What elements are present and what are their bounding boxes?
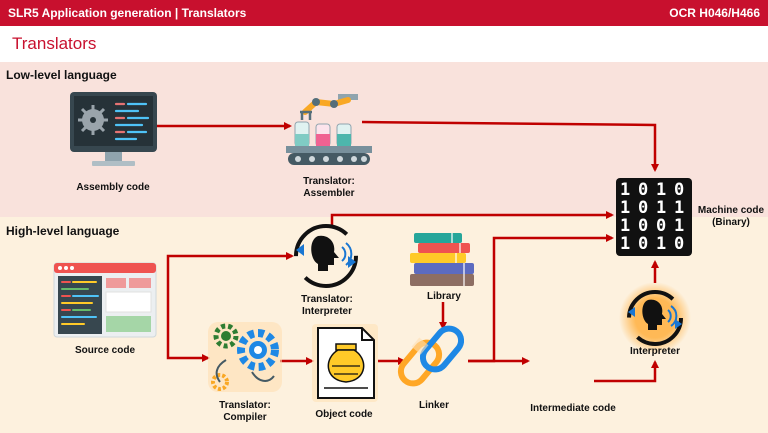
- arrow-source-to-compiler: [166, 300, 210, 362]
- binary-digit: 0: [638, 216, 648, 236]
- arrows: [157, 120, 659, 383]
- arrow-linker-to-machine: [468, 234, 614, 363]
- binary-digit: 1: [620, 180, 630, 200]
- monitor-code-icon: [70, 92, 157, 166]
- label-compiler: Translator: Compiler: [219, 400, 271, 423]
- binary-digit: 1: [620, 216, 630, 236]
- robot-arm-icon: [286, 94, 372, 165]
- binary-digit: 1: [620, 198, 630, 218]
- binary-digit: 1: [620, 234, 630, 254]
- books-icon: [410, 233, 474, 286]
- binary-digit: 1: [656, 198, 666, 218]
- head-sound-icon: [294, 224, 358, 288]
- course-code: OCR H046/H466: [669, 6, 760, 20]
- label-source-code: Source code: [74, 345, 136, 356]
- gears-icon: [208, 322, 282, 392]
- binary-digit: 0: [674, 234, 684, 254]
- arrow-assembler-to-machine: [361, 120, 659, 172]
- header-title: SLR5 Application generation | Translator…: [8, 6, 247, 20]
- label-interpreter-translator: Translator: Interpreter: [301, 294, 353, 317]
- top-bar: SLR5 Application generation | Translator…: [0, 0, 768, 26]
- label-interpreter-vm: Interpreter: [629, 346, 680, 357]
- label-assembler: Translator: Assembler: [303, 176, 355, 199]
- label-library: Library: [427, 291, 461, 302]
- browser-code-icon: [53, 262, 157, 338]
- binary-digit: 0: [638, 234, 648, 254]
- label-machine-code: Machine code (Binary): [697, 205, 765, 228]
- chain-link-icon: [397, 325, 465, 387]
- document-icon: [312, 324, 378, 402]
- arrow-intermediate-to-vm: [594, 360, 659, 383]
- binary-digit: 1: [674, 216, 684, 236]
- binary-digit: 0: [638, 198, 648, 218]
- section-low-level: Low-level language: [6, 68, 117, 82]
- label-object-code: Object code: [315, 409, 373, 420]
- label-intermediate-code: Intermediate code: [530, 403, 616, 414]
- binary-digit: 0: [638, 180, 648, 200]
- binary-digit: 1: [656, 180, 666, 200]
- slide-title: Translators: [12, 34, 97, 53]
- arrow-interpreter-to-machine: [330, 211, 614, 228]
- label-assembly-code: Assembly code: [76, 182, 150, 193]
- glowing-head-icon: [619, 282, 691, 354]
- binary-digit: 1: [656, 234, 666, 254]
- binary-digit: 1: [674, 198, 684, 218]
- arrow-source-to-interpreter: [166, 252, 294, 300]
- section-high-level: High-level language: [6, 224, 120, 238]
- label-linker: Linker: [418, 400, 449, 411]
- binary-digit: 0: [656, 216, 666, 236]
- binary-digit: 0: [674, 180, 684, 200]
